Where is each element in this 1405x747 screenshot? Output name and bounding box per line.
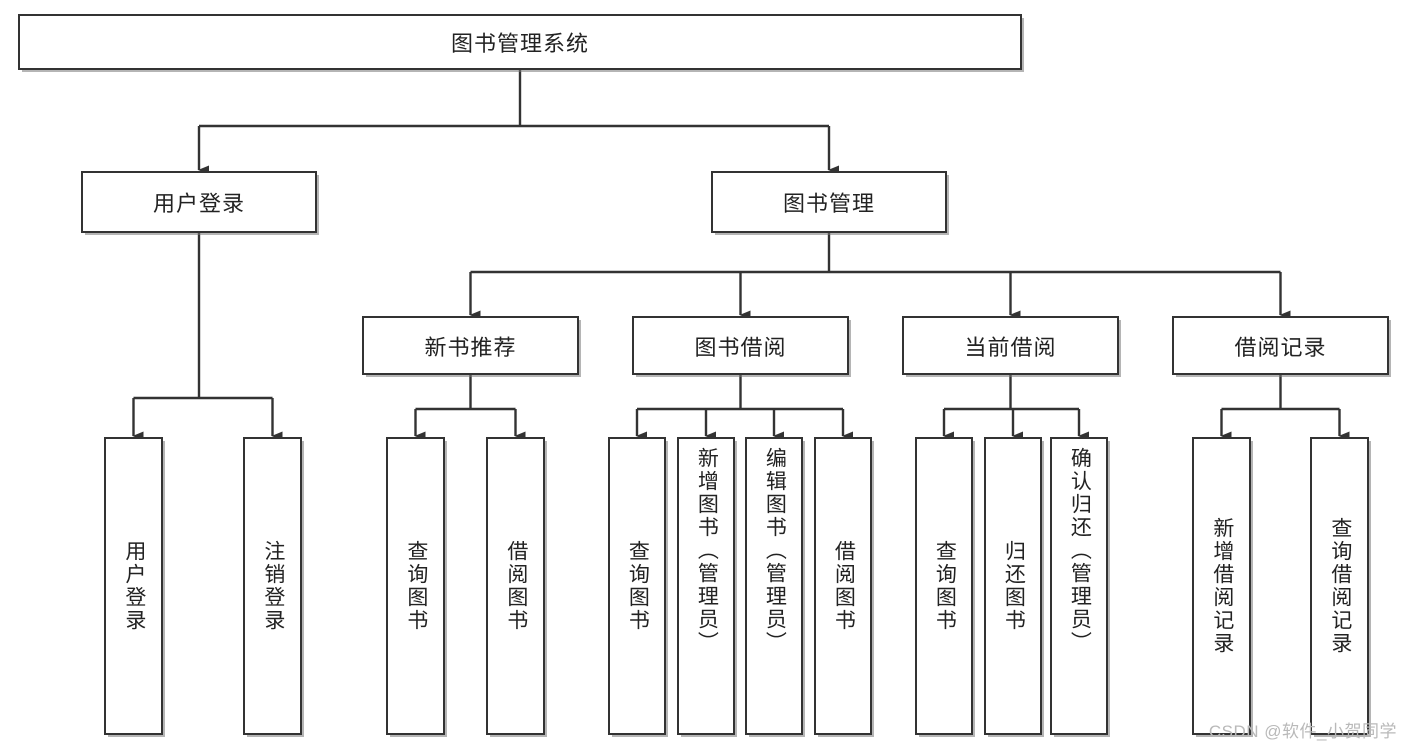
node-label-leaf-user-login: 用户登录 bbox=[122, 540, 146, 632]
node-label-leaf-query-book-2: 查询图书 bbox=[626, 540, 650, 632]
node-leaf-query-book-3[interactable]: 查询图书 bbox=[915, 437, 973, 735]
node-new-book-recommend[interactable]: 新书推荐 bbox=[362, 316, 579, 375]
node-borrow-record[interactable]: 借阅记录 bbox=[1172, 316, 1389, 375]
node-label-leaf-edit-book: 编辑图书（管理员） bbox=[763, 447, 787, 654]
node-label-leaf-borrow-book-1: 借阅图书 bbox=[504, 540, 528, 632]
node-leaf-edit-book[interactable]: 编辑图书（管理员） bbox=[745, 437, 803, 735]
watermark-label: CSDN @软件_小贺同学 bbox=[1208, 722, 1397, 741]
node-label-user-login: 用户登录 bbox=[152, 191, 245, 216]
node-label-borrow-record: 借阅记录 bbox=[1234, 334, 1327, 360]
node-label-leaf-logout: 注销登录 bbox=[261, 540, 285, 632]
node-label-new-book-recommend: 新书推荐 bbox=[424, 334, 517, 360]
node-leaf-borrow-book-1[interactable]: 借阅图书 bbox=[486, 437, 545, 735]
node-book-borrow[interactable]: 图书借阅 bbox=[632, 316, 849, 375]
node-leaf-add-book[interactable]: 新增图书（管理员） bbox=[677, 437, 735, 735]
node-leaf-borrow-book-2[interactable]: 借阅图书 bbox=[814, 437, 872, 735]
node-current-borrow[interactable]: 当前借阅 bbox=[902, 316, 1119, 375]
node-label-leaf-query-book-3: 查询图书 bbox=[933, 540, 957, 632]
node-leaf-query-book-1[interactable]: 查询图书 bbox=[386, 437, 445, 735]
edge-layer bbox=[132, 70, 1350, 441]
node-book-manage[interactable]: 图书管理 bbox=[711, 171, 947, 233]
node-label-leaf-borrow-book-2: 借阅图书 bbox=[832, 540, 856, 632]
node-leaf-return-book[interactable]: 归还图书 bbox=[984, 437, 1042, 735]
node-label-root: 图书管理系统 bbox=[450, 31, 589, 56]
node-label-book-borrow: 图书借阅 bbox=[694, 334, 787, 360]
node-leaf-query-book-2[interactable]: 查询图书 bbox=[608, 437, 666, 735]
node-leaf-user-login[interactable]: 用户登录 bbox=[104, 437, 163, 735]
node-label-leaf-add-record: 新增借阅记录 bbox=[1210, 517, 1234, 655]
node-label-leaf-return-book: 归还图书 bbox=[1002, 540, 1026, 632]
node-leaf-add-record[interactable]: 新增借阅记录 bbox=[1192, 437, 1251, 735]
node-label-book-manage: 图书管理 bbox=[782, 191, 875, 216]
node-root[interactable]: 图书管理系统 bbox=[18, 14, 1022, 70]
node-leaf-confirm-return[interactable]: 确认归还（管理员） bbox=[1050, 437, 1108, 735]
node-leaf-query-record[interactable]: 查询借阅记录 bbox=[1310, 437, 1369, 735]
node-user-login[interactable]: 用户登录 bbox=[81, 171, 317, 233]
node-label-current-borrow: 当前借阅 bbox=[964, 334, 1057, 360]
node-leaf-logout[interactable]: 注销登录 bbox=[243, 437, 302, 735]
node-label-leaf-confirm-return: 确认归还（管理员） bbox=[1068, 447, 1092, 654]
node-label-leaf-add-book: 新增图书（管理员） bbox=[695, 447, 719, 654]
node-label-leaf-query-record: 查询借阅记录 bbox=[1328, 517, 1352, 655]
node-label-leaf-query-book-1: 查询图书 bbox=[404, 540, 428, 632]
